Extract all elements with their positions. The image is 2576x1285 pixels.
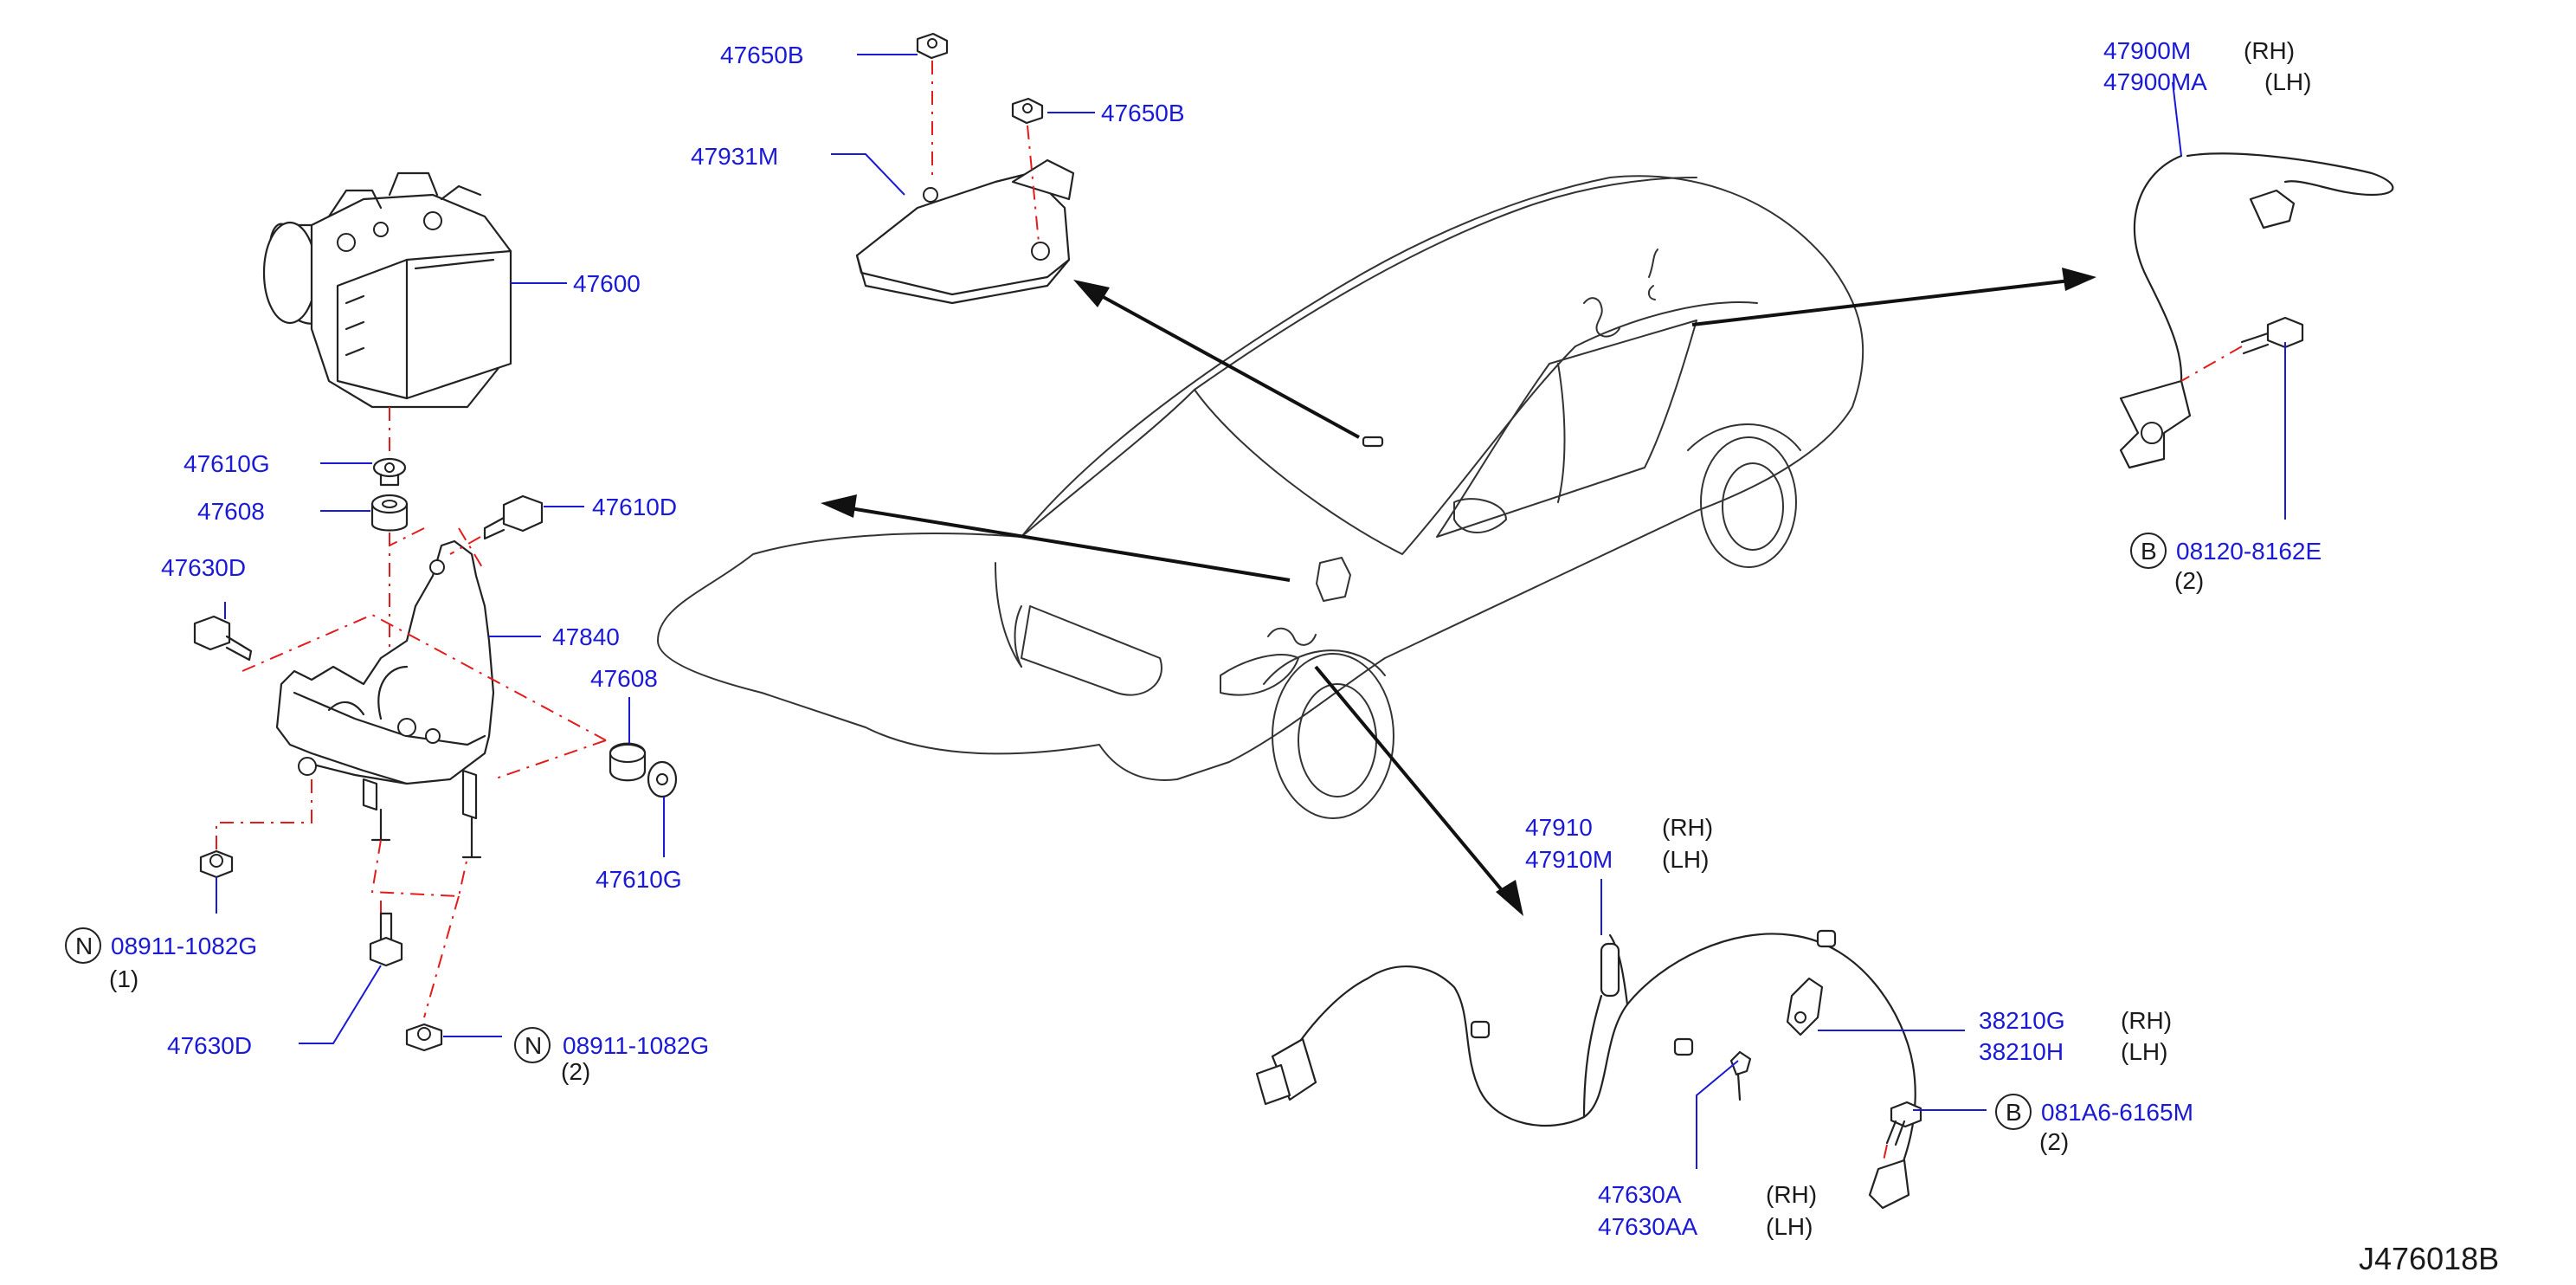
label-47910M-side: (LH) bbox=[1662, 846, 1709, 873]
callout-labels: 47650B 47650B 47931M 47600 47610G 47608 … bbox=[65, 37, 2499, 1276]
label-08911-left-qty: (1) bbox=[109, 965, 138, 992]
abs-actuator bbox=[262, 171, 512, 727]
label-47608-top: 47608 bbox=[197, 498, 265, 525]
car-illustration bbox=[657, 175, 1864, 819]
front-wheel-sensor bbox=[1255, 929, 1922, 1210]
label-38210H-side: (LH) bbox=[2121, 1038, 2167, 1065]
label-47900MA: 47900MA bbox=[2103, 68, 2207, 95]
label-47900M-side: (RH) bbox=[2244, 37, 2295, 64]
label-47910: 47910 bbox=[1525, 814, 1593, 841]
n-symbol-left bbox=[65, 927, 101, 964]
label-47630D-top: 47630D bbox=[161, 554, 246, 581]
label-47630AA: 47630AA bbox=[1598, 1213, 1698, 1240]
label-47900MA-side: (LH) bbox=[2264, 68, 2311, 95]
label-08120-qty: (2) bbox=[2174, 567, 2204, 594]
label-08120: 08120-8162E bbox=[2176, 538, 2322, 565]
rear-wheel-sensor bbox=[2119, 152, 2394, 469]
label-47630AA-side: (LH) bbox=[1766, 1213, 1813, 1240]
label-47630A: 47630A bbox=[1598, 1181, 1682, 1208]
direction-arrows bbox=[821, 268, 2096, 916]
label-08911-left: 08911-1082G bbox=[111, 933, 257, 959]
label-08911-bottom-qty: (2) bbox=[561, 1058, 590, 1085]
label-47900M: 47900M bbox=[2103, 37, 2191, 64]
label-47630A-side: (RH) bbox=[1766, 1181, 1817, 1208]
leader-lines bbox=[216, 54, 2286, 1169]
n-symbol-bottom bbox=[514, 1027, 551, 1063]
label-47910M: 47910M bbox=[1525, 846, 1613, 873]
b-symbol-front-letter: B bbox=[2006, 1099, 2022, 1126]
label-47630D-bottom: 47630D bbox=[167, 1032, 252, 1059]
n-symbol-left-letter: N bbox=[75, 933, 93, 959]
label-47610G-right: 47610G bbox=[596, 866, 682, 893]
n-symbol-bottom-letter: N bbox=[525, 1032, 542, 1059]
label-47931M: 47931M bbox=[691, 143, 778, 170]
label-47610D: 47610D bbox=[592, 494, 677, 520]
b-symbol-rear-letter: B bbox=[2141, 538, 2157, 565]
b-symbol-front bbox=[1995, 1094, 2032, 1130]
label-47650B-top: 47650B bbox=[720, 42, 804, 68]
label-47610G-top: 47610G bbox=[184, 450, 270, 477]
yaw-rate-sensor bbox=[855, 32, 1075, 305]
label-081A6: 081A6-6165M bbox=[2041, 1099, 2193, 1126]
assembly-centerlines bbox=[216, 527, 607, 1018]
label-38210H: 38210H bbox=[1979, 1038, 2064, 1065]
label-081A6-qty: (2) bbox=[2039, 1128, 2069, 1155]
label-47650B-side: 47650B bbox=[1101, 100, 1185, 126]
diagram-id: J476018B bbox=[2359, 1241, 2499, 1276]
bracket-hardware bbox=[193, 494, 678, 1052]
label-08911-bottom: 08911-1082G bbox=[563, 1032, 709, 1059]
label-47840: 47840 bbox=[552, 623, 620, 650]
label-38210G: 38210G bbox=[1979, 1007, 2065, 1034]
label-47608-right: 47608 bbox=[590, 665, 658, 692]
label-47910-side: (RH) bbox=[1662, 814, 1713, 841]
abs-bracket bbox=[275, 539, 495, 859]
b-symbol-rear bbox=[2130, 533, 2167, 569]
label-47600: 47600 bbox=[573, 270, 641, 297]
label-38210G-side: (RH) bbox=[2121, 1007, 2172, 1034]
